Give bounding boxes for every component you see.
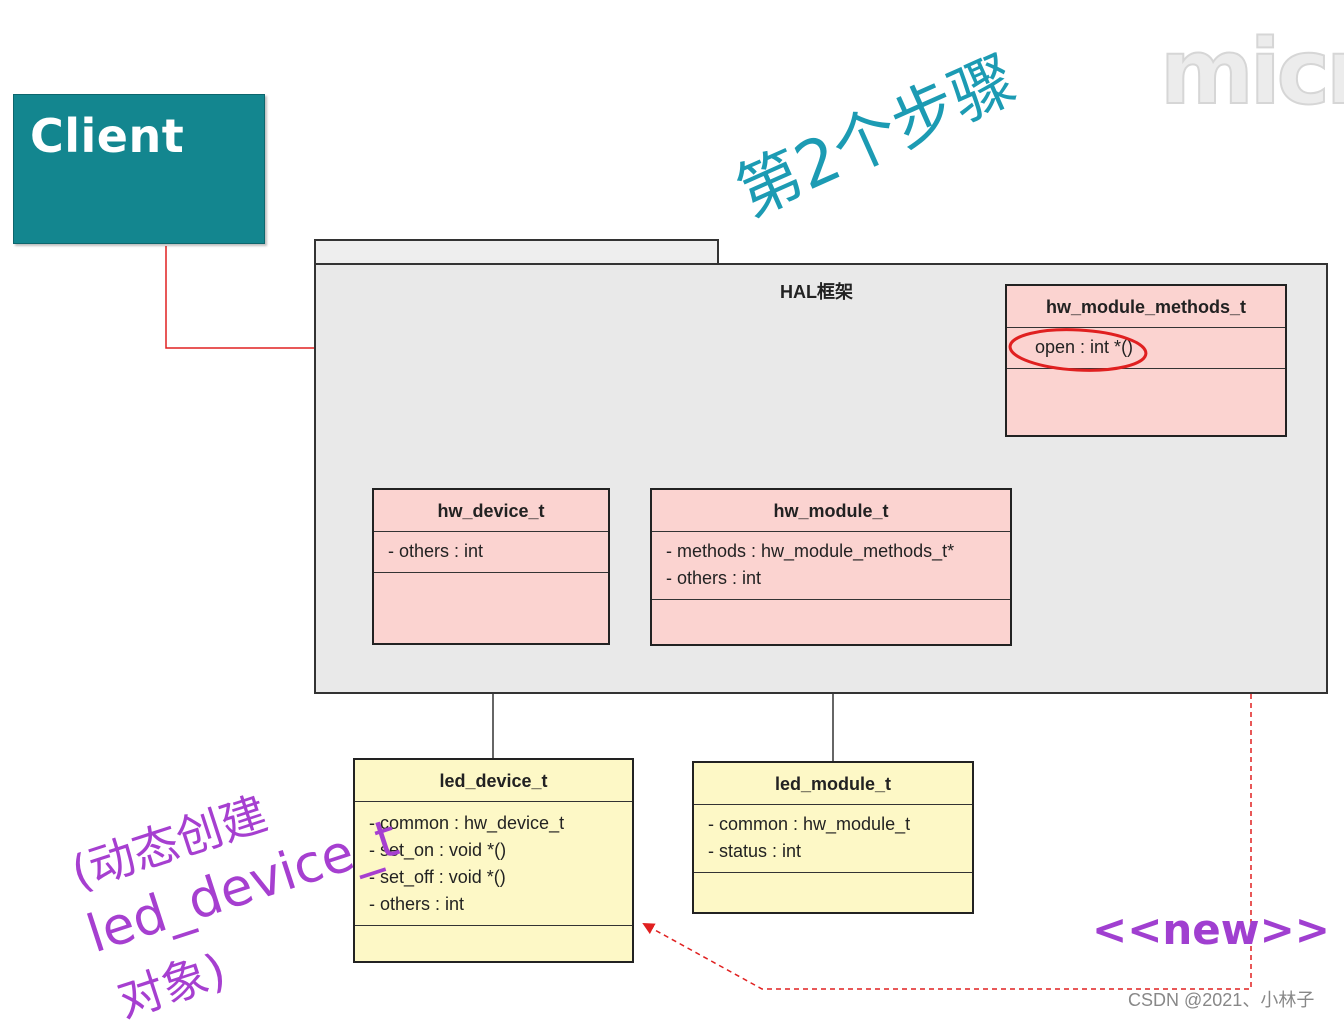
class-attributes: - methods : hw_module_methods_t* - other… — [652, 532, 1010, 600]
class-hw-module-t[interactable]: hw_module_t - methods : hw_module_method… — [650, 488, 1012, 646]
class-led-module-t[interactable]: led_module_t - common : hw_module_t - st… — [692, 761, 974, 914]
class-hw-device-t[interactable]: hw_device_t - others : int — [372, 488, 610, 645]
logo: micr — [1159, 19, 1344, 126]
client-label: Client — [30, 109, 185, 163]
highlight-circle — [1008, 328, 1148, 372]
attribute-methods: - methods : hw_module_methods_t* — [666, 541, 955, 561]
attribute-set-off: - set_off : void *() — [369, 867, 506, 887]
attribute-common: - common : hw_device_t — [369, 813, 565, 833]
attribute-others: - others : int — [388, 541, 484, 561]
watermark: CSDN @2021、小林子 — [1128, 990, 1315, 1010]
class-name: hw_device_t — [374, 490, 608, 532]
attribute-status: - status : int — [708, 841, 802, 861]
attribute-set-on: - set_on : void *() — [369, 840, 507, 860]
attribute-common: - common : hw_module_t — [708, 814, 911, 834]
attribute-open: open : int *() — [1035, 337, 1134, 357]
class-attributes: open : int *() — [1007, 328, 1285, 369]
new-stereotype-label: <<new>> — [1092, 905, 1330, 954]
class-led-device-t[interactable]: led_device_t - common : hw_device_t - se… — [353, 758, 634, 963]
attribute-others: - others : int — [666, 568, 762, 588]
class-name: led_module_t — [694, 763, 972, 805]
class-name: hw_module_t — [652, 490, 1010, 532]
class-attributes: - common : hw_device_t - set_on : void *… — [355, 802, 632, 926]
package-title: HAL框架 — [780, 282, 853, 302]
class-attributes: - others : int — [374, 532, 608, 573]
class-name: hw_module_methods_t — [1007, 286, 1285, 328]
class-attributes: - common : hw_module_t - status : int — [694, 805, 972, 873]
class-name: led_device_t — [355, 760, 632, 802]
client-box[interactable]: Client — [13, 94, 265, 244]
class-hw-module-methods-t[interactable]: hw_module_methods_t open : int *() — [1005, 284, 1287, 437]
attribute-others: - others : int — [369, 894, 465, 914]
package-tab — [314, 239, 719, 265]
